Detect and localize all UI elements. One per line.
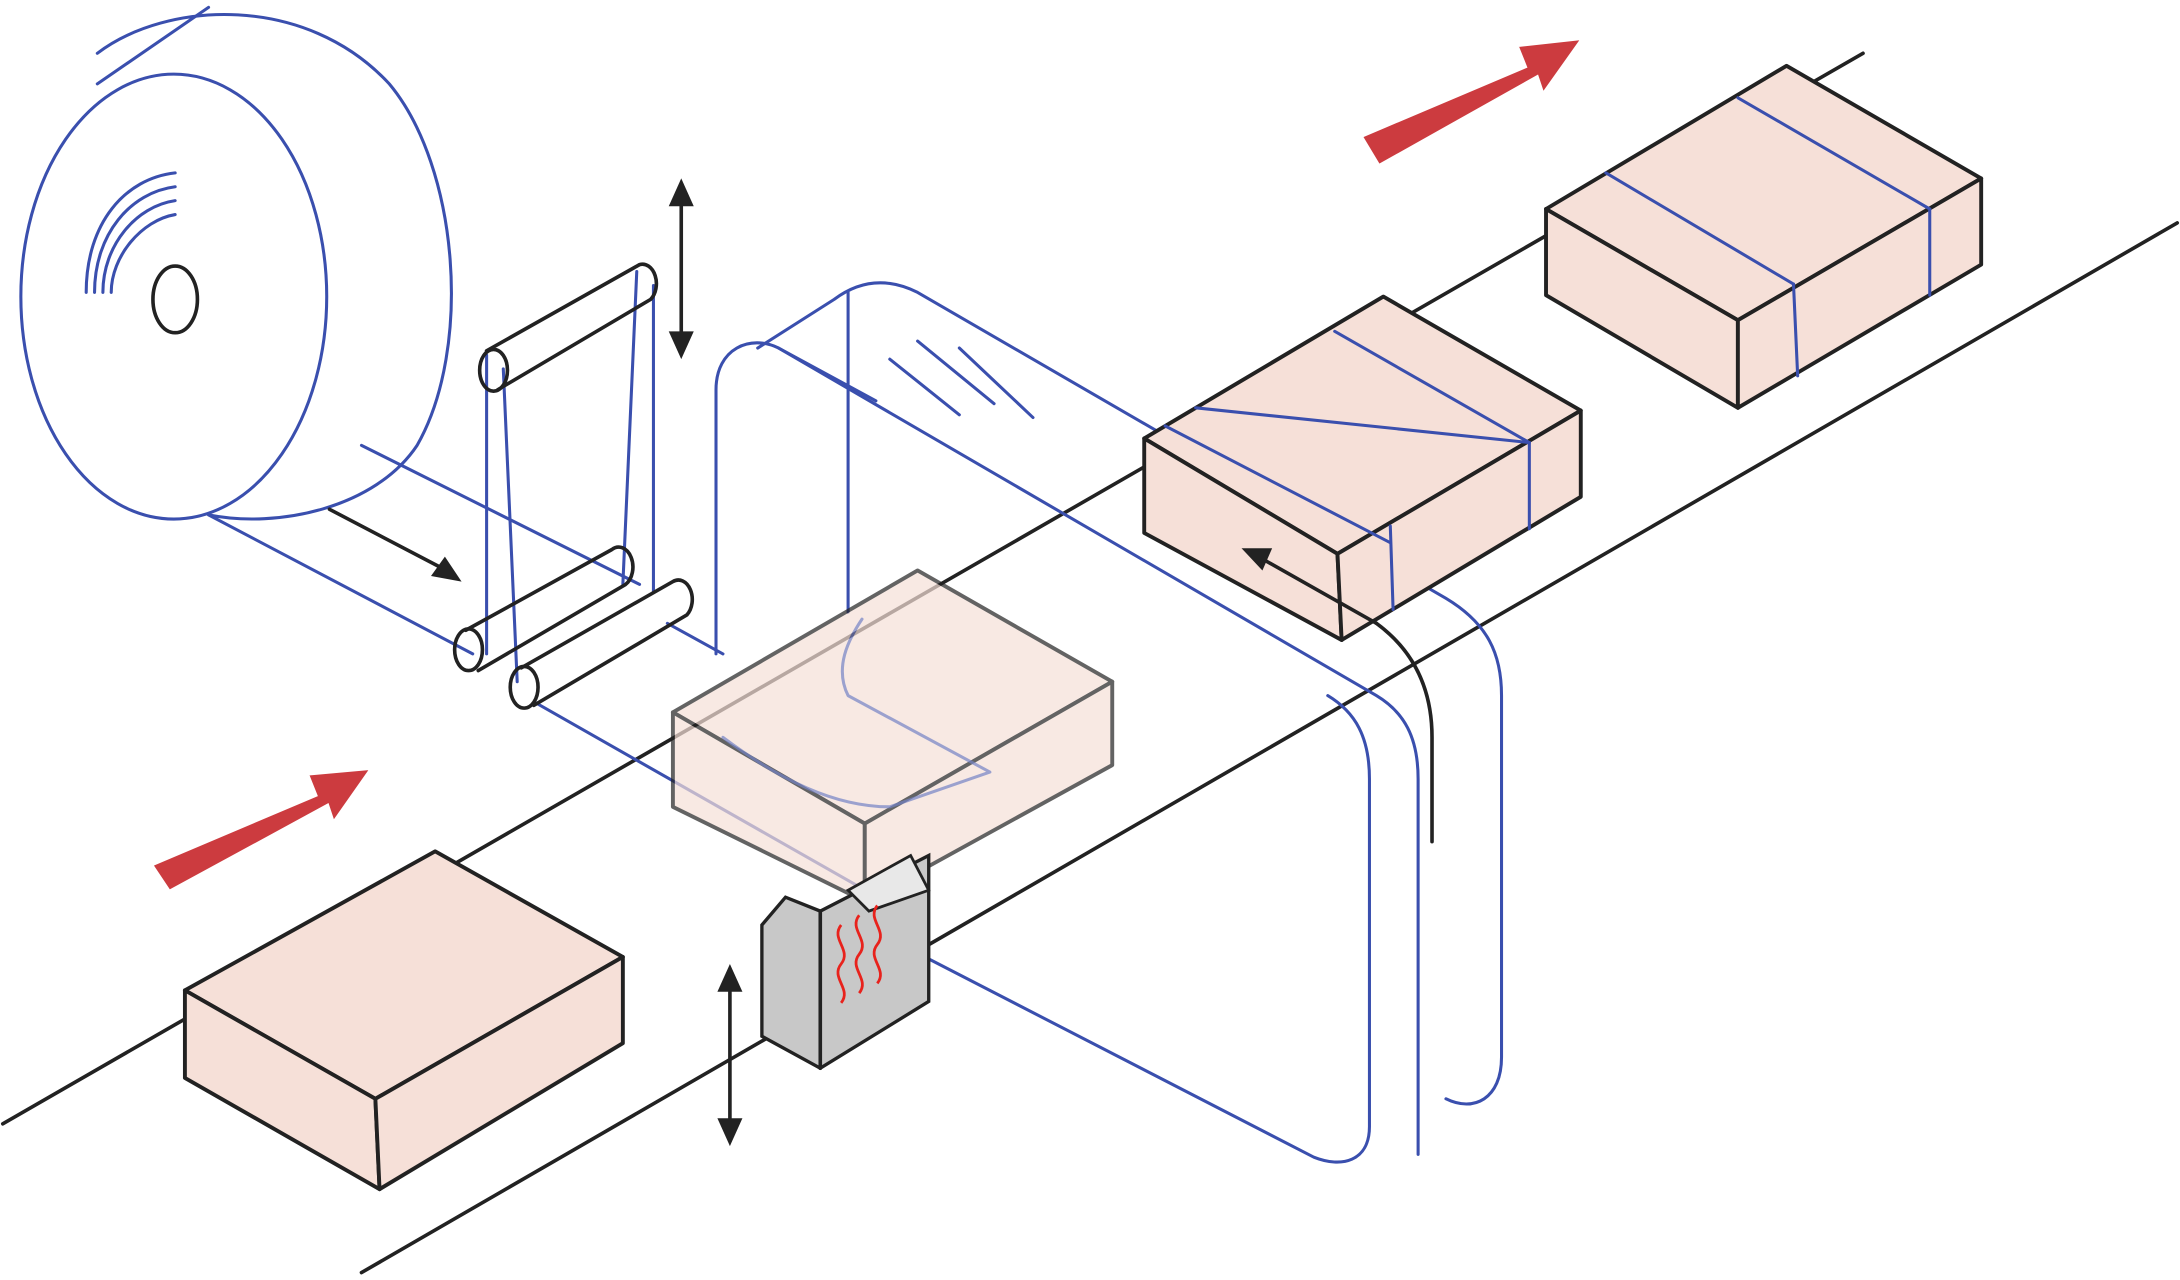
flow-arrow-icon: [1361, 38, 1583, 166]
film-roll-icon: [19, 5, 453, 521]
film-sleeve: [714, 281, 1504, 1164]
box-wrapped: [1544, 63, 1984, 410]
film-direction-arrow: [327, 507, 462, 582]
heat-wave-icon: [836, 904, 882, 1004]
heater-sealer: [760, 852, 931, 1071]
box-shrinking: [1142, 294, 1583, 642]
flow-arrow-icon: [151, 768, 372, 892]
up-down-arrow-icon: [668, 178, 694, 360]
box-incoming: [182, 849, 625, 1192]
roller-assembly: [452, 262, 695, 710]
box-in-sleeve: [670, 568, 1115, 904]
up-down-arrow-icon: [717, 963, 743, 1147]
conveyor-edge-front: [359, 221, 2180, 1275]
